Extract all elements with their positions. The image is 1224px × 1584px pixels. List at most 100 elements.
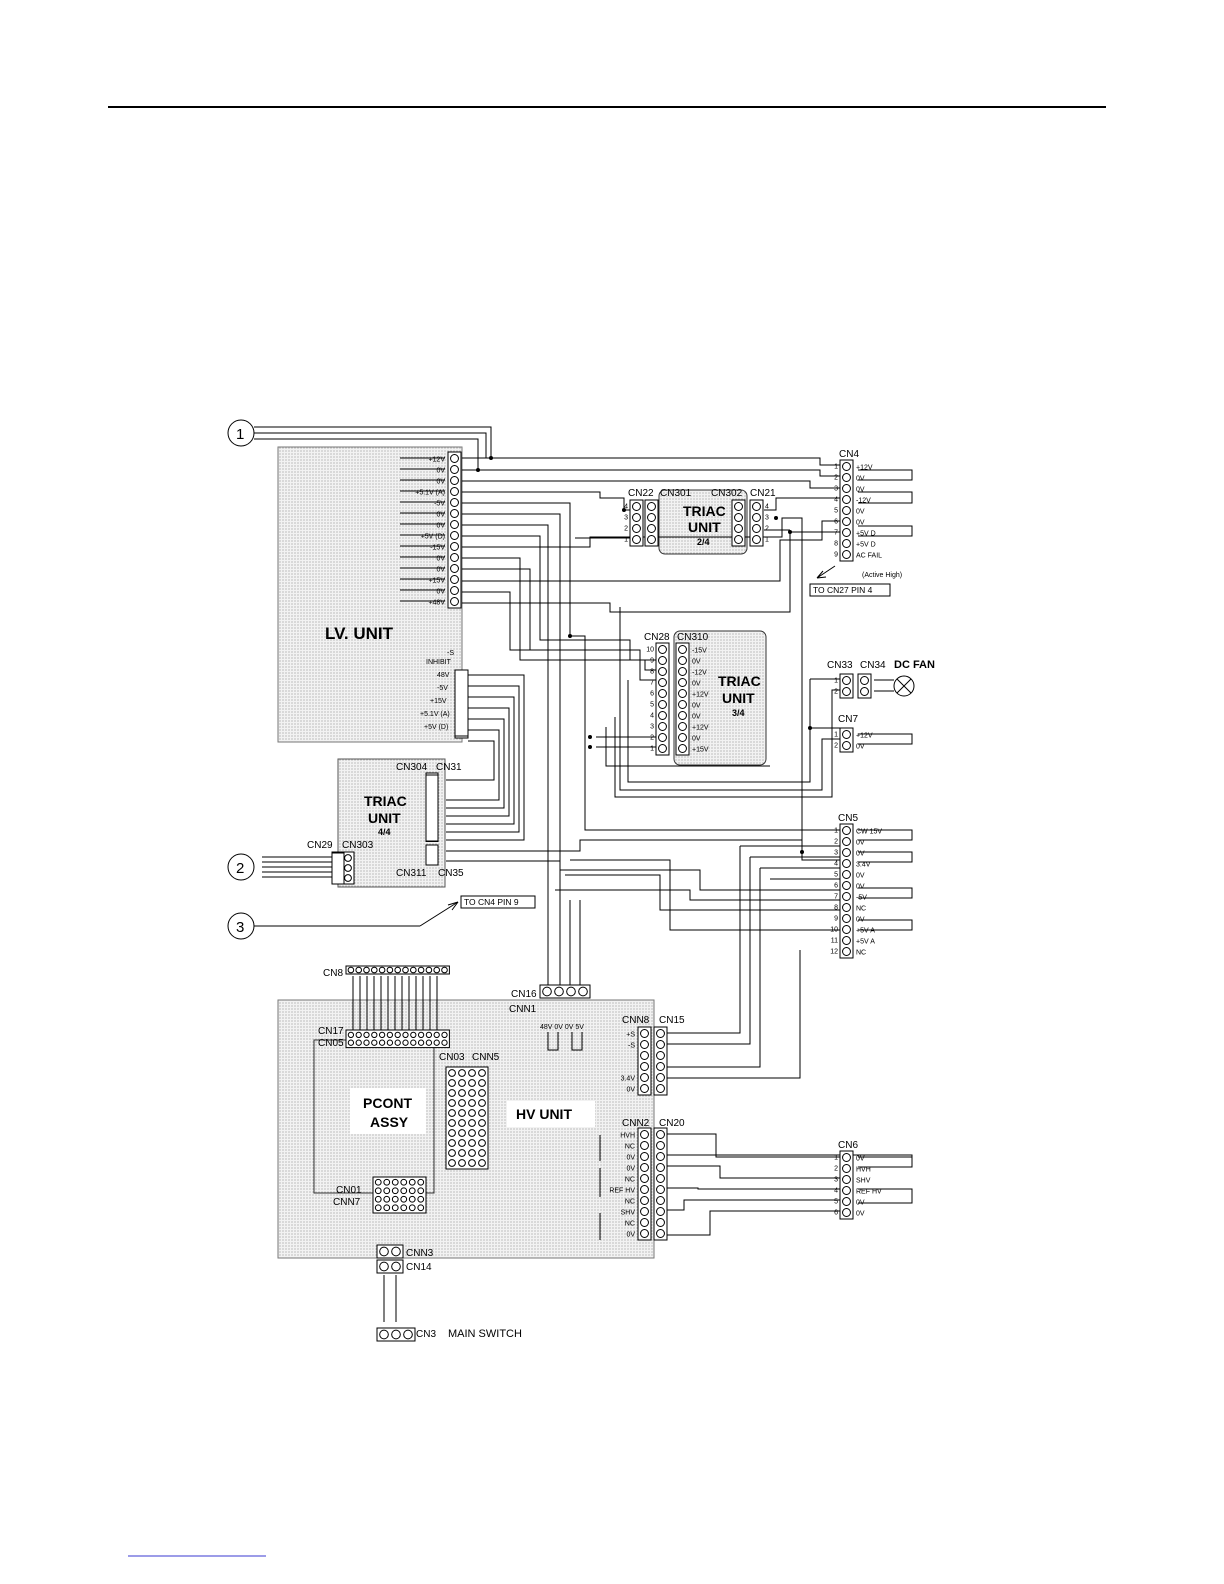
cn01-connector-pin [391, 1204, 399, 1212]
cn03-connector-pin [458, 1159, 466, 1167]
cn34-connector [857, 673, 872, 699]
cn8-connector-pin [386, 966, 394, 974]
cn03-connector-pin [478, 1159, 486, 1167]
cn4-connector-pin [842, 528, 851, 537]
lv-unit-connector-pin-label: 0V [436, 479, 445, 486]
cn4-connector-pin-label: +5V D [856, 531, 876, 538]
triac-4-4-label: TRIAC [364, 793, 407, 809]
cn16-connector [539, 984, 591, 999]
svg-text:1: 1 [236, 426, 244, 443]
cn33-connector-pin [842, 676, 851, 685]
cnn8-connector-pin-label: -S [628, 1043, 635, 1050]
cn01-connector-pin [417, 1187, 425, 1195]
cn17-connector-pin [347, 1031, 355, 1039]
cn301-connector-pin [647, 513, 656, 522]
triac-4-4-number: 4/4 [378, 827, 391, 837]
lv-unit-connector-pin [450, 586, 459, 595]
cn03-connector-pin [458, 1089, 466, 1097]
cn4-connector-pin-number: 6 [834, 519, 838, 526]
cn17-connector [345, 1029, 450, 1049]
cn03-connector-pin [448, 1149, 456, 1157]
cn17-connector-pin [433, 1039, 440, 1046]
cn310-connector-pin-label: 0V [692, 681, 701, 688]
cn17-connector-pin [394, 1031, 401, 1039]
lv-unit-label: LV. UNIT [325, 624, 394, 643]
cn6-connector-pin [842, 1197, 851, 1206]
cnn2-connector-pin-label: 0V [626, 1232, 635, 1239]
cn6-connector-pin-number: 5 [834, 1199, 838, 1206]
cn6-connector-pin-number: 6 [834, 1210, 838, 1217]
cn28-label: CN28 [644, 632, 670, 643]
cn5-connector-pin-label: CW 15V [856, 829, 882, 836]
cnn2-connector-pin [640, 1218, 649, 1227]
triac-unit-3-4-box [673, 630, 767, 766]
cn3-connector-pin [403, 1329, 413, 1340]
cn17-connector-pin [425, 1031, 433, 1039]
cn7-connector-pin [842, 741, 851, 750]
to-cn27-note: TO CN27 PIN 4 [813, 585, 873, 595]
cn302-label: CN302 [711, 488, 743, 499]
cnn2-connector-pin [640, 1229, 649, 1238]
cn05-label: CN05 [318, 1038, 344, 1049]
cn29-label: CN29 [307, 840, 333, 851]
cn28-connector-pin [658, 733, 667, 742]
lv-unit-connector-pin-label: 0V [436, 523, 445, 530]
cn5-connector-pin-number: 5 [834, 872, 838, 879]
cn20-connector [653, 1127, 668, 1241]
cn17-connector-pin [371, 1031, 378, 1039]
lv-unit-connector-pin [450, 454, 459, 463]
cn8-label: CN8 [323, 968, 343, 979]
cn03-connector-pin [468, 1099, 476, 1107]
cn5-connector-pin [842, 859, 851, 868]
cn01-connector-pin [391, 1178, 399, 1186]
cn302-connector [731, 499, 746, 547]
dc-fan-icon [874, 675, 915, 697]
callout-2: 2 [227, 853, 255, 881]
cn17-connector-pin [347, 1039, 355, 1046]
cn17-connector-pin [402, 1031, 409, 1039]
hv-unit-label: HV UNIT [516, 1106, 572, 1122]
cn01-connector-pin [383, 1187, 391, 1195]
lv-unit-connector-pin-label: 0V [436, 468, 445, 475]
lv-unit-connector-pin-label: +12V [428, 457, 445, 464]
cn5-connector-pin [842, 914, 851, 923]
cn4-connector-pin-number: 4 [834, 497, 838, 504]
cn03-connector-pin [468, 1159, 476, 1167]
cn28-connector-pin-number: 1 [650, 746, 654, 753]
cn28-connector-pin-number: 6 [650, 691, 654, 698]
cn6-connector-pin-label: 0V [856, 1200, 865, 1207]
cnn2-connector-pin-label: NC [625, 1199, 635, 1206]
cn03-connector-pin [468, 1089, 476, 1097]
cn301-label: CN301 [660, 488, 692, 499]
cn5-connector-pin-label: 0V [856, 840, 865, 847]
cnn8-connector-pin [640, 1084, 649, 1093]
cn8-connector-pin [378, 966, 386, 974]
cnn8-label: CNN8 [622, 1015, 650, 1026]
cn22-connector-pin-number: 1 [624, 537, 628, 544]
triac-2-4-number: 2/4 [697, 537, 710, 547]
cn01-connector-pin [391, 1195, 399, 1203]
cn03-connector-pin [448, 1099, 456, 1107]
cn6-connector-pin-label: REF HV [856, 1189, 882, 1196]
cn20-connector-pin [656, 1229, 665, 1238]
cn33-connector-pin [842, 687, 851, 696]
cn6-label: CN6 [838, 1140, 858, 1151]
cn4-connector-pin [842, 539, 851, 548]
cn17-connector-pin [417, 1031, 425, 1039]
cn21-connector-pin-number: 3 [765, 515, 769, 522]
cn5-connector-pin [842, 837, 851, 846]
cn22-connector-pin [632, 502, 641, 511]
cn5-label: CN5 [838, 813, 858, 824]
cn21-connector-pin [752, 524, 761, 533]
triac-3-4-label-2: UNIT [722, 690, 755, 706]
cn15-connector-pin [656, 1029, 665, 1038]
cn28-connector-pin-number: 9 [650, 658, 654, 665]
lv-unit-connector-pin [450, 553, 459, 562]
triac-3-4-label: TRIAC [718, 673, 761, 689]
cn17-connector-pin [371, 1039, 378, 1046]
cn20-connector-pin [656, 1163, 665, 1172]
